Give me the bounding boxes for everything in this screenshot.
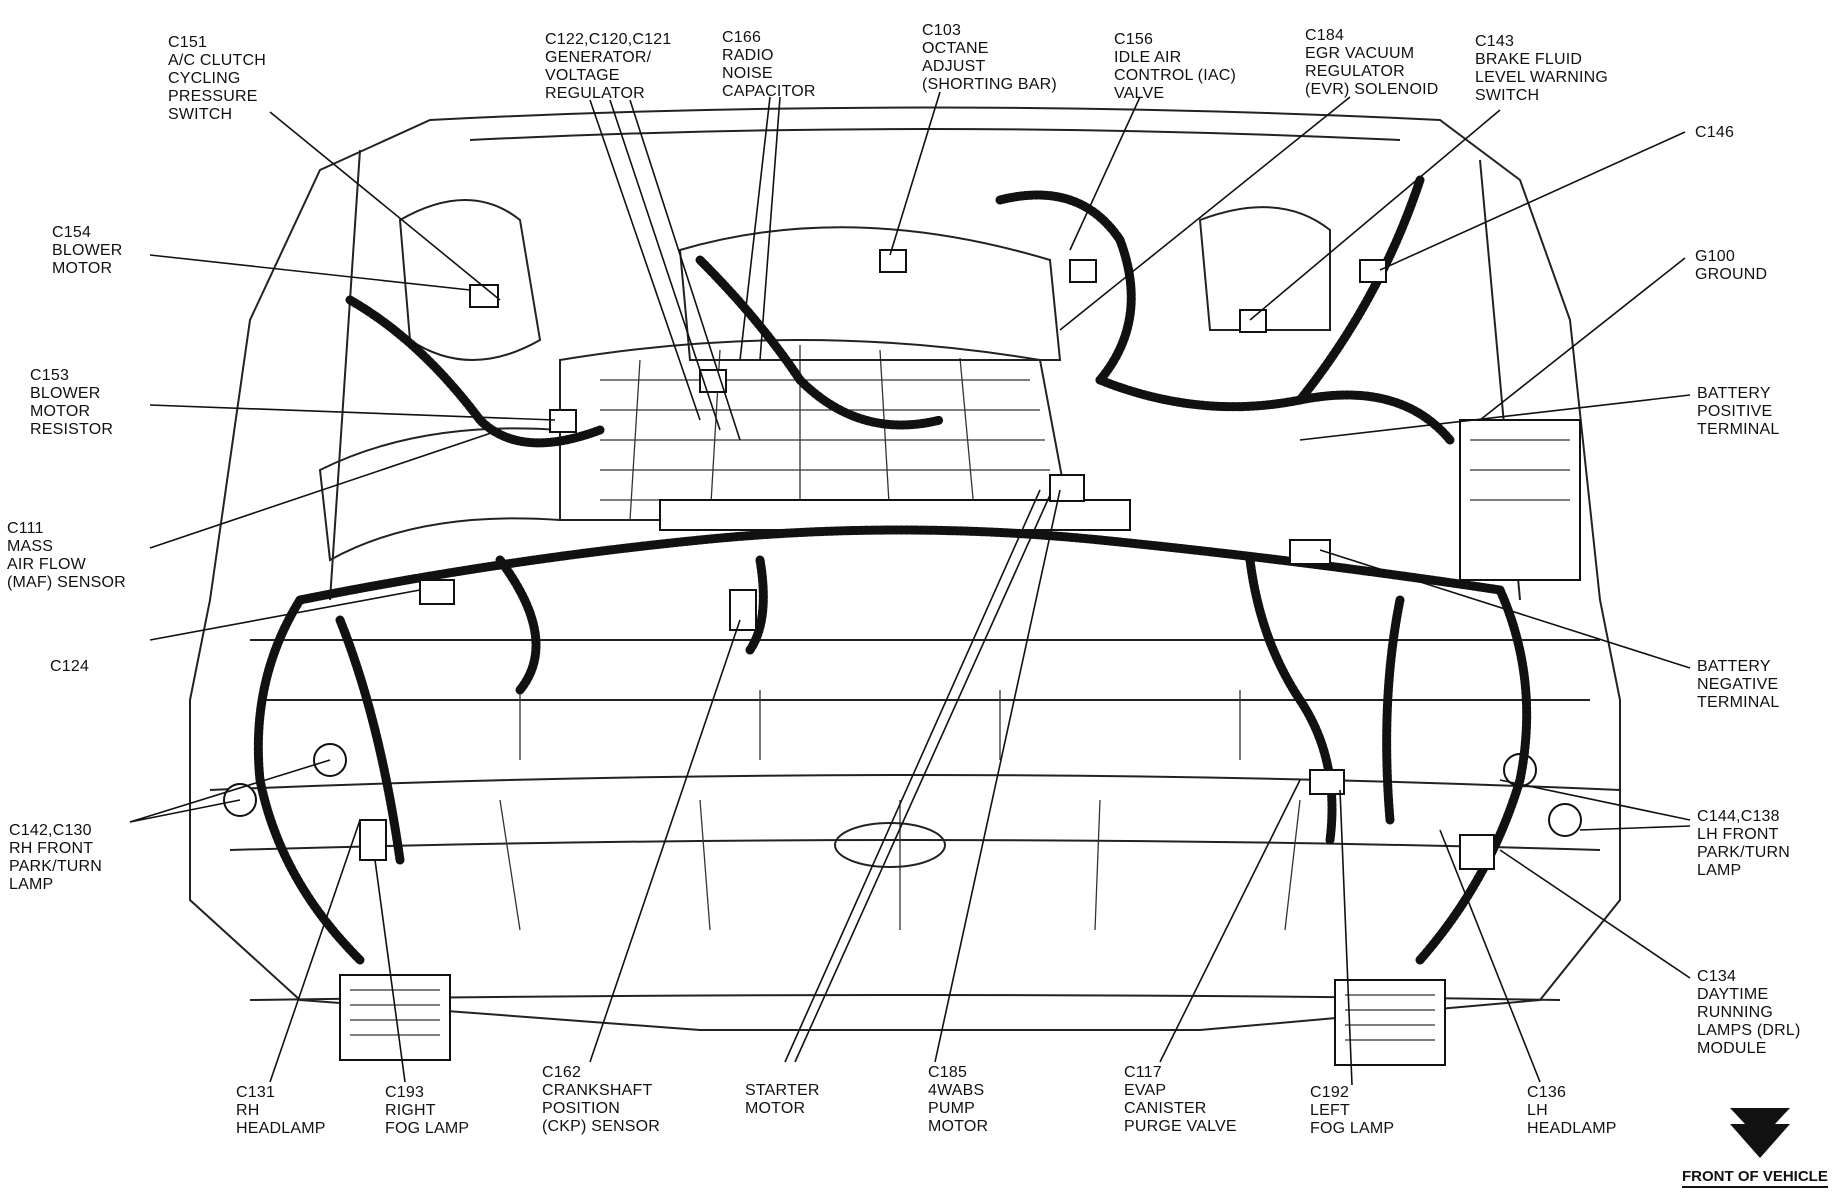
- label-g100: G100 GROUND: [1695, 248, 1768, 283]
- label-c193: C193 RIGHT FOG LAMP: [385, 1084, 470, 1137]
- label-c156: C156 IDLE AIR CONTROL (IAC) VALVE: [1114, 31, 1237, 102]
- connectors: [359, 249, 1495, 870]
- label-c185: C185 4WABS PUMP MOTOR: [928, 1064, 989, 1135]
- label-c162: C162 CRANKSHAFT POSITION (CKP) SENSOR: [542, 1064, 660, 1135]
- label-c136: C136 LH HEADLAMP: [1527, 1084, 1617, 1137]
- label-starter-motor: STARTER MOTOR: [745, 1082, 820, 1117]
- label-c146: C146: [1695, 124, 1735, 141]
- front-of-vehicle-label: FRONT OF VEHICLE: [1682, 1168, 1828, 1188]
- label-c131: C131 RH HEADLAMP: [236, 1084, 326, 1137]
- label-c184: C184 EGR VACUUM REGULATOR (EVR) SOLENOID: [1305, 27, 1439, 98]
- callout-leaders: [129, 91, 1691, 1086]
- label-c117: C117 EVAP CANISTER PURGE VALVE: [1124, 1064, 1237, 1135]
- label-c122: C122,C120,C121 GENERATOR/ VOLTAGE REGULA…: [545, 31, 672, 102]
- front-arrow-icon: [1730, 1108, 1790, 1158]
- label-c134: C134 DAYTIME RUNNING LAMPS (DRL) MODULE: [1697, 968, 1801, 1057]
- label-battery-positive: BATTERY POSITIVE TERMINAL: [1697, 385, 1780, 438]
- label-c153: C153 BLOWER MOTOR RESISTOR: [30, 367, 114, 438]
- label-c151: C151 A/C CLUTCH CYCLING PRESSURE SWITCH: [168, 34, 267, 123]
- label-c192: C192 LEFT FOG LAMP: [1310, 1084, 1395, 1137]
- label-c111: C111 MASS AIR FLOW (MAF) SENSOR: [7, 520, 126, 591]
- label-c143: C143 BRAKE FLUID LEVEL WARNING SWITCH: [1475, 33, 1608, 104]
- label-c154: C154 BLOWER MOTOR: [52, 224, 123, 277]
- label-c166: C166 RADIO NOISE CAPACITOR: [722, 29, 816, 100]
- label-c142: C142,C130 RH FRONT PARK/TURN LAMP: [9, 822, 103, 893]
- engine-assembly: [223, 199, 1582, 1066]
- wiring-harness: [253, 175, 1532, 965]
- label-c144: C144,C138 LH FRONT PARK/TURN LAMP: [1697, 808, 1791, 879]
- vehicle-body-outline: [189, 106, 1621, 1031]
- label-c124: C124: [50, 658, 90, 675]
- label-battery-negative: BATTERY NEGATIVE TERMINAL: [1697, 658, 1780, 711]
- label-c103: C103 OCTANE ADJUST (SHORTING BAR): [922, 22, 1057, 93]
